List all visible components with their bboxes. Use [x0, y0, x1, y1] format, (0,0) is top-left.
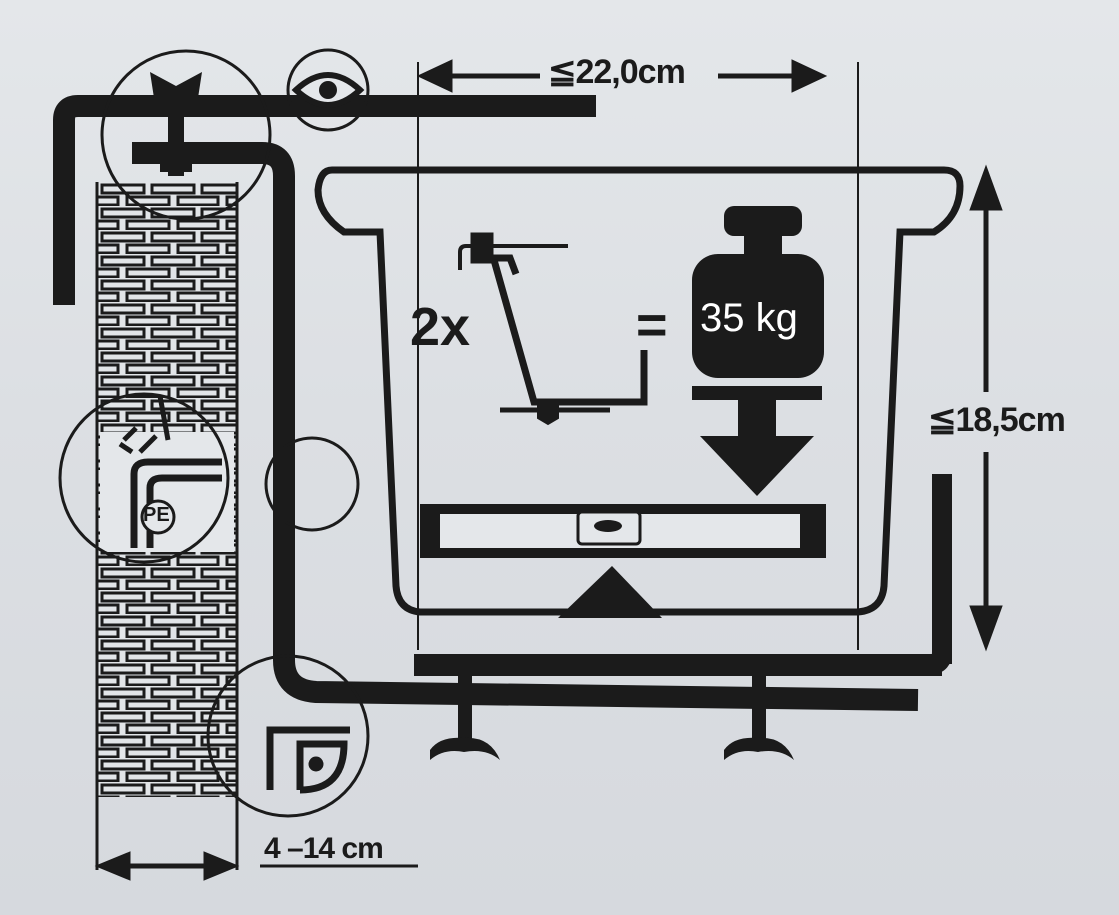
- wall-gap-dimension: [94, 851, 418, 881]
- load-label: 35 kg: [700, 296, 798, 340]
- width-dimension: [416, 59, 859, 650]
- triangle-icon: [558, 566, 662, 618]
- callout-circles: [58, 48, 370, 818]
- multiplier-label: 2x: [410, 297, 471, 357]
- pe-detail-icon: [118, 395, 222, 548]
- weight-icon: [692, 206, 824, 378]
- height-dimension: [969, 164, 1003, 652]
- wall-gap-label: 4 –14 cm: [264, 832, 384, 865]
- main-rail: [132, 142, 919, 711]
- equals-label: =: [636, 295, 668, 355]
- tap-icon: [458, 232, 648, 426]
- sink-basin: [314, 166, 964, 616]
- height-max-label: ≦18,5cm: [928, 401, 1066, 439]
- arrow-down-icon: [692, 386, 822, 496]
- bracket-icon: [266, 726, 350, 794]
- eye-icon: [291, 72, 365, 108]
- top-rail: [53, 95, 596, 305]
- material-label: PE: [143, 504, 170, 526]
- brick-wall-icon: [95, 182, 239, 870]
- spirit-level-icon: [420, 504, 826, 558]
- right-post: [932, 474, 952, 664]
- wing-nut-icon: [150, 72, 202, 176]
- width-max-label: ≦22,0cm: [548, 53, 686, 91]
